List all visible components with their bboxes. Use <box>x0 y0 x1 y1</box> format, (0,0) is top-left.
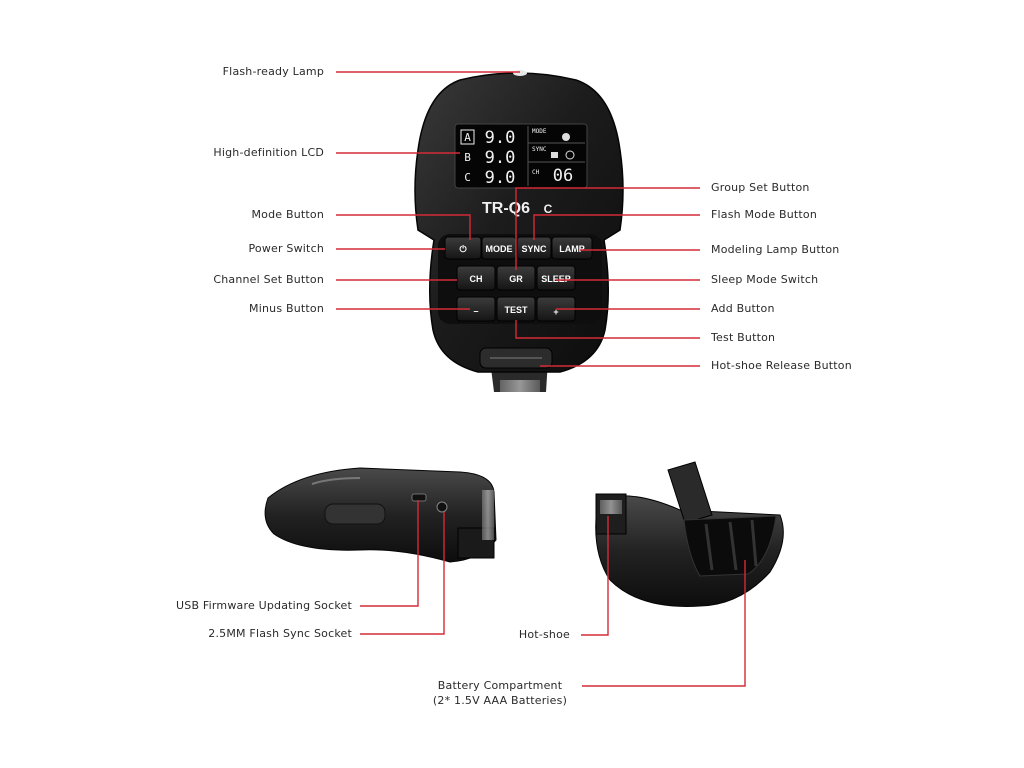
battery-slot-3 <box>750 519 758 567</box>
side-buttons <box>324 503 386 525</box>
label-test-button: Test Button <box>711 331 776 344</box>
label-battery-compartment: Battery Compartment <box>437 679 563 692</box>
lcd-sync-label: SYNC <box>532 146 547 153</box>
line-sync <box>360 512 445 635</box>
flash-ready-lamp <box>513 70 527 76</box>
lcd-group-b: B <box>464 151 471 164</box>
label-power-switch: Power Switch <box>248 242 324 255</box>
battery-slot-2 <box>728 521 738 571</box>
lcd-group-c: C <box>464 171 471 184</box>
lcd-sync-icon-2 <box>565 150 575 160</box>
label-usb-socket: USB Firmware Updating Socket <box>176 599 352 612</box>
label-modeling-lamp-button: Modeling Lamp Button <box>711 243 840 256</box>
sleep-button-label: SLEEP <box>541 274 571 284</box>
lcd-group-a-box <box>460 129 475 145</box>
leader-lines <box>336 71 746 687</box>
battery-view-shoe-metal <box>600 500 622 514</box>
usb-socket <box>411 493 427 502</box>
battery-slot-1 <box>704 523 714 571</box>
label-hot-shoe: Hot-shoe <box>518 628 570 641</box>
label-channel-set-button: Channel Set Button <box>213 273 324 286</box>
line-mode-button <box>336 214 471 240</box>
lcd-value-b: 9.0 <box>485 148 516 168</box>
side-shoe-metal <box>482 490 494 540</box>
label-hotshoe-release-button: Hot-shoe Release Button <box>711 359 852 372</box>
lcd-value-c: 9.0 <box>485 168 516 188</box>
lcd-value-a: 9.0 <box>485 128 516 148</box>
test-button-label: TEST <box>504 305 528 315</box>
lcd-channel-value: 06 <box>553 166 573 186</box>
label-mode-button: Mode Button <box>251 208 324 221</box>
lcd-sync-icon <box>551 152 558 158</box>
lcd-mode-label: MODE <box>532 128 547 135</box>
line-usb <box>360 500 419 607</box>
model-suffix: C <box>544 202 553 216</box>
transmitter-front: A B C 9.0 9.0 9.0 MODE SYNC CH 06 TR-Q6 … <box>414 70 624 392</box>
battery-lid <box>667 461 713 524</box>
line-group-set <box>515 187 700 270</box>
power-button-shape <box>444 236 482 260</box>
model-name: TR-Q6 <box>482 200 530 217</box>
transmitter-side-view <box>264 467 497 563</box>
plus-button-label: + <box>553 307 558 317</box>
gr-button-label: GR <box>509 274 523 284</box>
line-test <box>515 320 700 339</box>
ch-button-label: CH <box>470 274 483 284</box>
label-battery-note: (2* 1.5V AAA Batteries) <box>432 694 568 707</box>
device-body <box>414 72 624 373</box>
hotshoe-metal <box>500 380 540 392</box>
sync-button-label: SYNC <box>521 244 547 254</box>
label-hd-lcd: High-definition LCD <box>213 146 324 159</box>
lcd-mode-icon <box>562 133 570 141</box>
label-flash-ready-lamp: Flash-ready Lamp <box>222 65 324 78</box>
lamp-button-shape <box>551 236 593 260</box>
label-group-set-button: Group Set Button <box>711 181 810 194</box>
lamp-button-label: LAMP <box>559 244 585 254</box>
transmitter-battery-view <box>595 461 784 607</box>
power-button-label: ⏻ <box>459 244 467 254</box>
lcd-ch-label: CH <box>532 169 540 176</box>
lcd-group-a: A <box>464 131 471 144</box>
minus-button-label: – <box>473 306 478 316</box>
sync-socket <box>436 501 448 513</box>
label-sync-socket: 2.5MM Flash Sync Socket <box>208 627 352 640</box>
label-minus-button: Minus Button <box>249 302 324 315</box>
sleep-button-shape <box>536 265 576 291</box>
label-flash-mode-button: Flash Mode Button <box>711 208 818 221</box>
label-sleep-mode-switch: Sleep Mode Switch <box>711 273 819 286</box>
line-battery <box>582 560 746 687</box>
ch-button-shape <box>456 265 496 291</box>
side-highlight <box>311 477 361 485</box>
mode-button-label: MODE <box>486 244 513 254</box>
line-flash-mode <box>533 214 700 240</box>
line-hotshoe <box>581 516 609 636</box>
label-add-button: Add Button <box>711 302 775 315</box>
